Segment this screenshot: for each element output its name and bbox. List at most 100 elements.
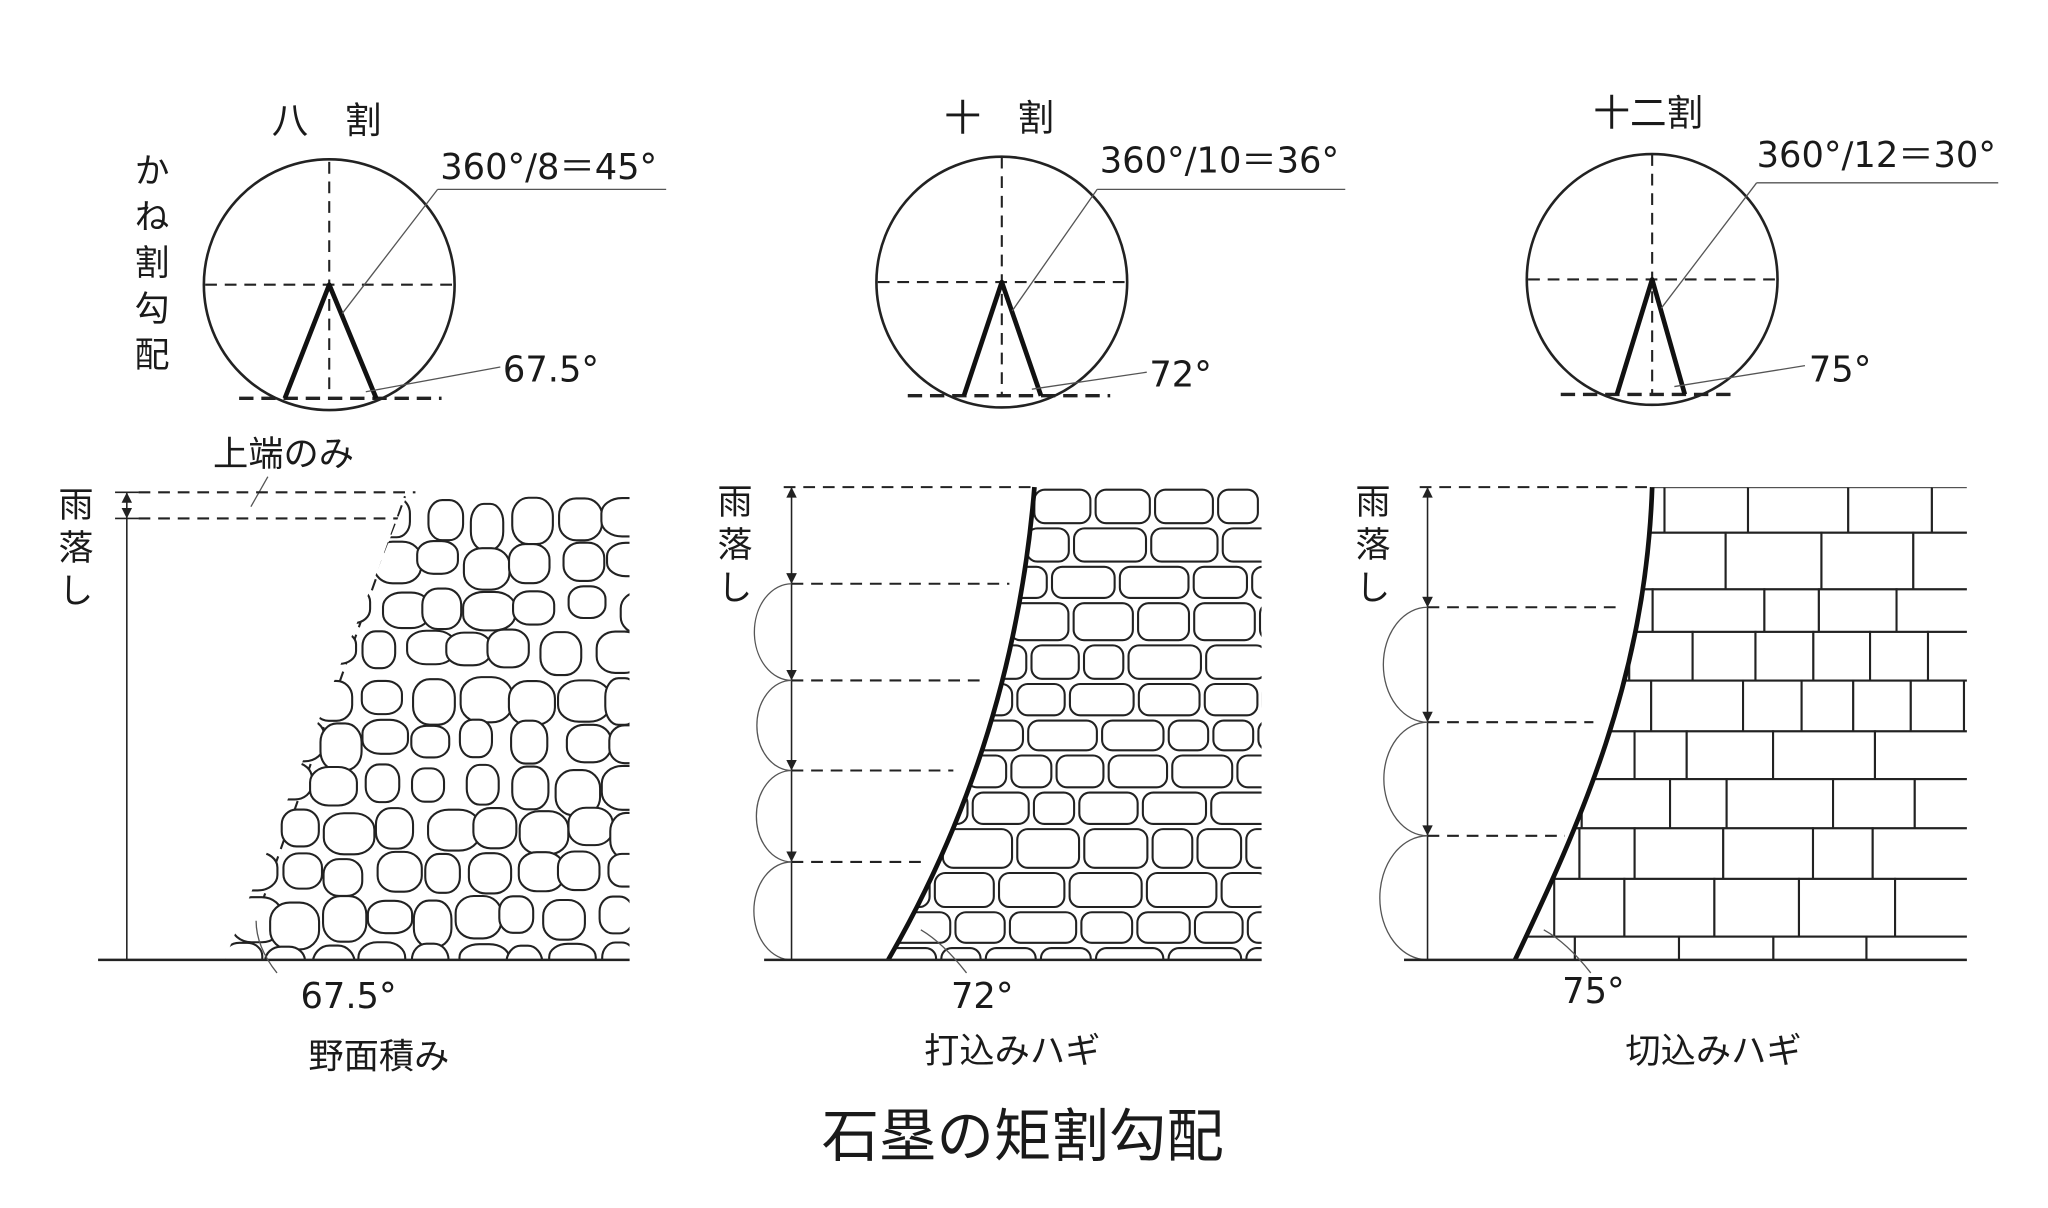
stone (1691, 630, 1757, 682)
stone (507, 679, 556, 726)
cut-stones (1515, 487, 1967, 960)
stone (567, 806, 614, 847)
stone (226, 851, 279, 892)
stone (1030, 644, 1080, 680)
stone (932, 488, 985, 525)
stone (1913, 778, 1967, 830)
stone (1203, 682, 1259, 717)
stone (469, 502, 505, 551)
stone (374, 807, 415, 850)
stone (604, 677, 630, 726)
stone (1137, 682, 1201, 717)
stone (1909, 679, 1966, 733)
stone (1205, 644, 1262, 680)
stone (1008, 911, 1078, 944)
stone (1082, 644, 1125, 680)
stone (361, 630, 397, 670)
stone (598, 895, 630, 935)
stone (912, 719, 955, 752)
stone (361, 718, 410, 755)
stone (282, 852, 324, 890)
stone (1027, 719, 1098, 752)
stone (226, 721, 276, 767)
stone (507, 543, 551, 585)
stone (1663, 487, 1750, 534)
stone (1527, 679, 1599, 733)
stone (1515, 487, 1573, 534)
stone (1010, 754, 1053, 789)
circle-angle: 75° (1809, 349, 1871, 390)
angle-triangle (1614, 277, 1688, 396)
stone (410, 724, 451, 759)
stone (459, 676, 514, 724)
stone (264, 945, 307, 960)
stone (1515, 630, 1560, 682)
stone (410, 767, 446, 803)
stone (505, 944, 544, 960)
amaochi-label: 雨落し (711, 483, 752, 612)
stone (1797, 877, 1897, 938)
stone (1852, 679, 1912, 733)
stone (609, 811, 630, 860)
stone (225, 542, 263, 588)
amaochi-label: 雨落し (1349, 483, 1390, 612)
coursed-stones (888, 488, 1262, 960)
stone (971, 791, 1030, 825)
stone (357, 941, 407, 960)
stone (511, 496, 554, 546)
circle-angle: 67.5° (503, 349, 599, 390)
stone (888, 602, 935, 642)
stone (313, 630, 358, 665)
stone (888, 682, 937, 717)
formula: 360°/10＝36° (1100, 140, 1339, 181)
rubble-stones (224, 496, 630, 960)
stone (1236, 754, 1262, 789)
stone (472, 807, 518, 850)
stone (600, 764, 630, 811)
stone (984, 946, 1037, 960)
masonry-style: 打込みハギ (924, 1031, 1100, 1072)
stone (1118, 565, 1190, 599)
stone (557, 679, 612, 723)
stone (1754, 630, 1815, 682)
stone (1515, 778, 1583, 830)
stone (1154, 488, 1214, 525)
stone (1072, 602, 1134, 642)
stone (498, 895, 535, 934)
stone (1167, 719, 1210, 752)
stone (1083, 828, 1149, 869)
stone (421, 587, 463, 631)
stone (1080, 911, 1134, 944)
stone (311, 944, 356, 960)
stone (232, 590, 286, 639)
stone (224, 763, 260, 805)
stone (324, 501, 367, 540)
stone (427, 499, 465, 542)
stone (1251, 565, 1262, 599)
stone (1210, 791, 1262, 825)
division-title: 十二割 (1593, 91, 1703, 134)
stone (1025, 527, 1070, 563)
stone (1167, 946, 1243, 960)
stone (1812, 630, 1872, 682)
stone (372, 540, 423, 585)
stone (1192, 565, 1248, 599)
stone (595, 630, 630, 674)
stone (548, 942, 597, 960)
stone (1527, 531, 1626, 591)
stone (1847, 487, 1933, 534)
stone (888, 488, 930, 525)
stone (1746, 487, 1850, 534)
stone (1677, 935, 1775, 960)
stone (1220, 871, 1262, 909)
stone (558, 497, 603, 542)
stone (987, 488, 1031, 525)
stone (269, 901, 321, 951)
stone (511, 765, 550, 811)
stone (1196, 828, 1243, 869)
stone (268, 761, 313, 801)
panel-juwari: 十 割 360°/10＝36° 72° 72° 打込みハギ (753, 97, 1346, 1072)
stone (1930, 487, 1967, 534)
stone (1772, 935, 1868, 960)
stone (445, 631, 492, 667)
